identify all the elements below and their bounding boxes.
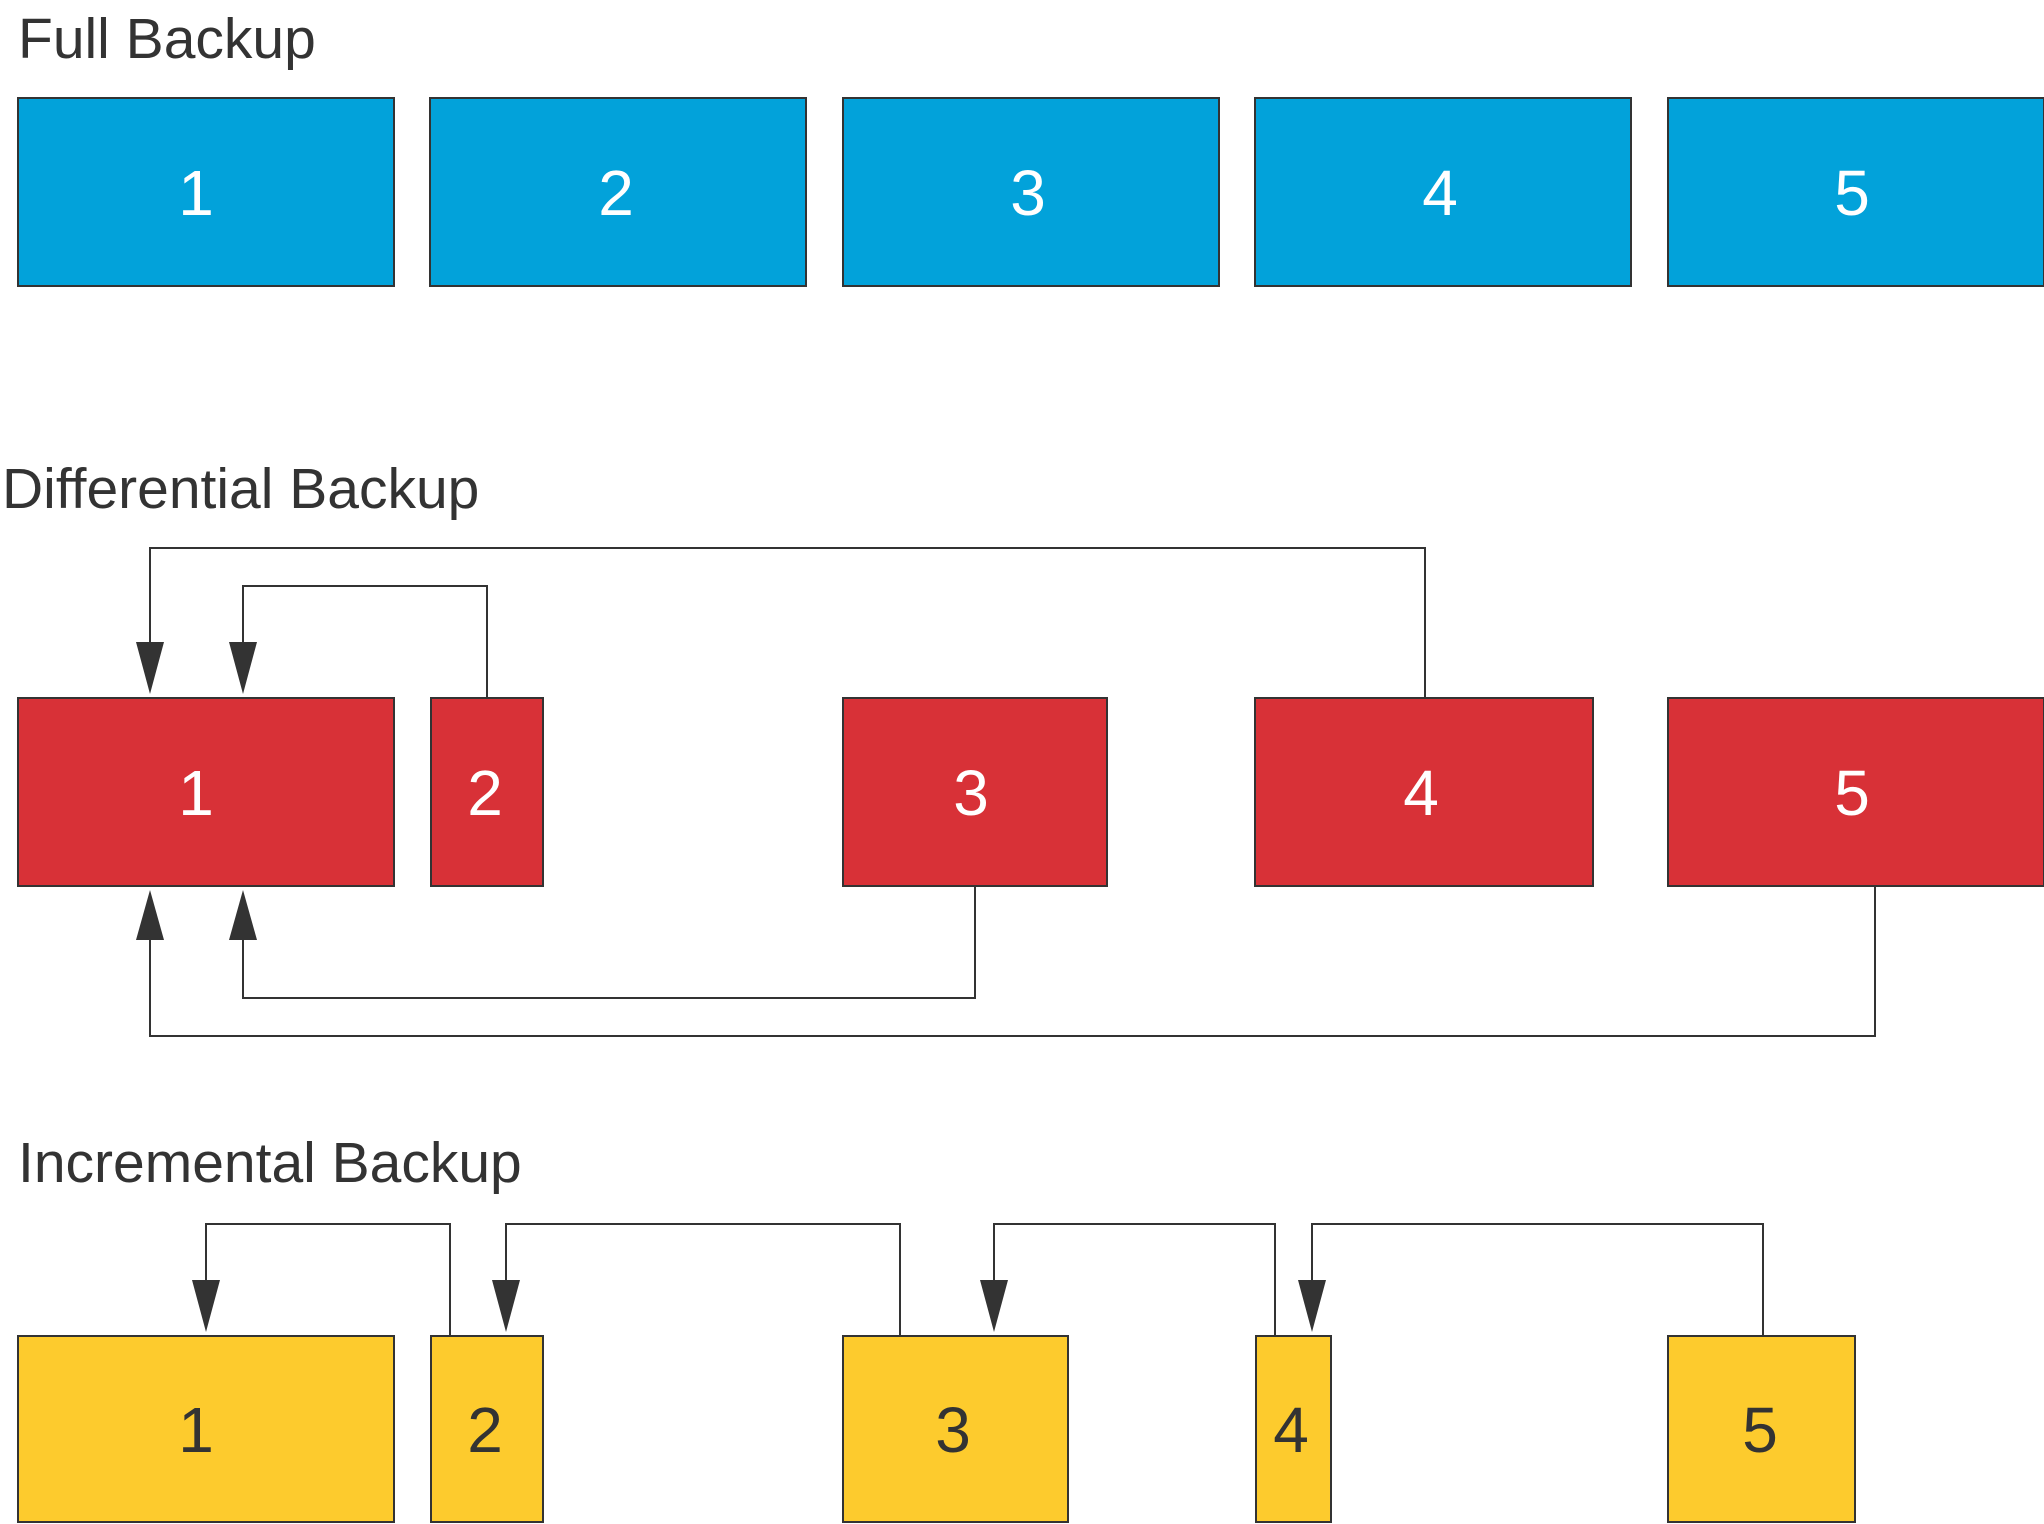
incremental-backup-title: Incremental Backup — [18, 1131, 522, 1195]
incremental-box-1-label: 1 — [178, 1394, 214, 1466]
full-box-1-rect — [17, 97, 395, 287]
differential-box-3-rect — [842, 697, 1108, 887]
incremental-connector-4-to-3 — [993, 1223, 1276, 1336]
differential-connector-4-to-1 — [149, 547, 1426, 698]
full-box-5: 5 — [1667, 97, 2044, 287]
differential-box-1-rect — [17, 697, 395, 887]
differential-backup-section: Differential Backup 1 2 3 4 5 — [2, 457, 2044, 1037]
full-box-4: 4 — [1254, 97, 1632, 287]
incremental-box-3: 3 — [842, 1335, 1069, 1523]
full-box-2-rect — [429, 97, 807, 287]
full-box-5-label: 5 — [1834, 157, 1870, 229]
differential-box-2-rect — [430, 697, 544, 887]
incremental-box-5-rect — [1667, 1335, 1856, 1523]
differential-box-1-label: 1 — [178, 757, 214, 829]
full-backup-title: Full Backup — [18, 7, 316, 71]
incremental-box-3-rect — [842, 1335, 1069, 1523]
differential-arrowhead-5-to-1 — [136, 890, 164, 940]
differential-box-4: 4 — [1254, 697, 1594, 887]
differential-connector-3-to-1 — [242, 886, 976, 999]
full-box-4-rect — [1254, 97, 1632, 287]
full-box-3-label: 3 — [1010, 157, 1046, 229]
full-box-3-rect — [842, 97, 1220, 287]
differential-connector-2-to-1 — [242, 585, 488, 698]
incremental-box-1-rect — [17, 1335, 395, 1523]
differential-box-5-label: 5 — [1834, 757, 1870, 829]
differential-box-1: 1 — [17, 697, 395, 887]
full-backup-section: Full Backup 1 2 3 4 5 — [17, 7, 2044, 287]
full-box-5-rect — [1667, 97, 2044, 287]
incremental-box-4: 4 — [1255, 1335, 1332, 1523]
incremental-box-5-label: 5 — [1742, 1394, 1778, 1466]
incremental-arrowhead-2-to-1 — [192, 1280, 220, 1332]
differential-box-5: 5 — [1667, 697, 2044, 887]
incremental-box-4-rect — [1255, 1335, 1332, 1523]
differential-box-4-rect — [1254, 697, 1594, 887]
differential-connector-5-to-1 — [149, 886, 1876, 1037]
incremental-box-5: 5 — [1667, 1335, 1856, 1523]
incremental-connector-3-to-2 — [505, 1223, 901, 1336]
incremental-box-2-rect — [430, 1335, 544, 1523]
full-box-2-label: 2 — [598, 157, 634, 229]
incremental-box-2-label: 2 — [467, 1394, 503, 1466]
full-box-3: 3 — [842, 97, 1220, 287]
differential-box-4-label: 4 — [1403, 757, 1439, 829]
incremental-box-2: 2 — [430, 1335, 544, 1523]
incremental-connector-2-to-1 — [205, 1223, 451, 1336]
differential-arrowhead-2-to-1 — [229, 642, 257, 694]
differential-backup-title: Differential Backup — [2, 457, 479, 521]
incremental-box-4-label: 4 — [1273, 1394, 1309, 1466]
incremental-connector-5-to-4 — [1311, 1223, 1764, 1336]
incremental-backup-section: Incremental Backup 1 2 3 4 5 — [17, 1131, 1856, 1523]
incremental-arrowhead-5-to-4 — [1298, 1280, 1326, 1332]
differential-box-2-label: 2 — [467, 757, 503, 829]
full-box-2: 2 — [429, 97, 807, 287]
differential-box-2: 2 — [430, 697, 544, 887]
full-box-4-label: 4 — [1422, 157, 1458, 229]
differential-arrowhead-4-to-1 — [136, 642, 164, 694]
full-box-1-label: 1 — [178, 157, 214, 229]
incremental-arrowhead-3-to-2 — [492, 1280, 520, 1332]
incremental-box-3-label: 3 — [935, 1394, 971, 1466]
differential-box-3-label: 3 — [953, 757, 989, 829]
incremental-box-1: 1 — [17, 1335, 395, 1523]
differential-arrowhead-3-to-1 — [229, 890, 257, 940]
incremental-arrowhead-4-to-3 — [980, 1280, 1008, 1332]
full-box-1: 1 — [17, 97, 395, 287]
differential-box-5-rect — [1667, 697, 2044, 887]
differential-box-3: 3 — [842, 697, 1108, 887]
